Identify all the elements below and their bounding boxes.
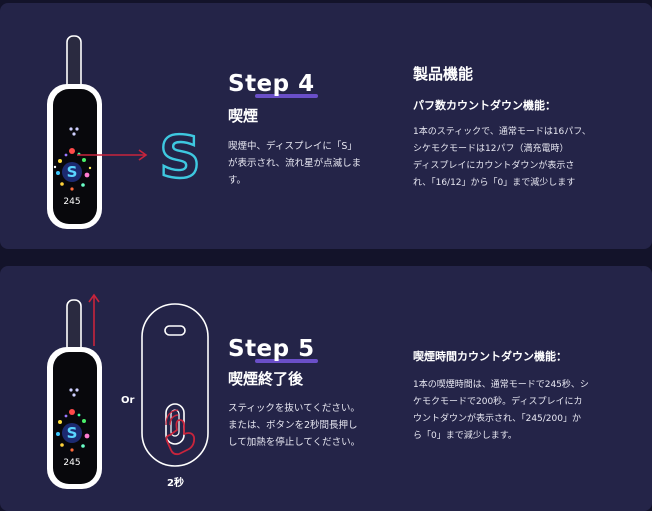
step5-panel: S 245 Or 2秒 Step 5 喫煙終了後 スティックを抜いてください。 … [0,266,652,511]
arrow-up-icon [88,293,100,346]
seconds-label: 2秒 [167,478,184,489]
display-countdown: 245 [63,197,80,207]
desc-line: す。 [228,175,247,186]
desc-line: 喫煙中、ディスプレイに「S」 [228,141,357,152]
display-s-letter: S [67,424,78,442]
feature2-subheading: 喫煙時間カウントダウン機能： [413,350,567,363]
heated-tobacco-device-icon: S 245 [47,35,102,229]
desc-line: して加熱を停止してください。 [228,437,361,448]
step4-subtitle: 喫煙 [228,107,259,125]
s-logo-icon: S [158,131,202,183]
or-label: Or [121,395,135,406]
desc-line: スティックを抜いてください。 [228,403,360,414]
feature-line: ケモクモードで200秒。ディスプレイにカ [413,397,583,407]
feature-line: 1本のスティックで、通常モードは16パフ、 [413,127,591,137]
big-s-letter: S [159,131,201,183]
feature-line: シケモクモードは12パフ（満充電時） [413,144,569,154]
feature-heading: 製品機能 [413,65,474,83]
step4-panel: S 245 S Step 4 喫煙 喫煙中、ディスプレイに「S」 が表示され、流… [0,3,652,249]
title-underline [255,94,318,98]
shooting-stars-icon [53,148,92,191]
step4-title: Step 4 [228,71,315,97]
feature2-body: 1本の喫煙時間は、通常モードで245秒、シ ケモクモードで200秒。ディスプレイ… [413,377,628,445]
shooting-stars-icon [56,409,90,452]
title-underline [255,359,318,363]
step5-subtitle: 喫煙終了後 [228,370,304,388]
heated-tobacco-device-icon: S 245 [47,299,102,489]
step5-title: Step 5 [228,336,315,362]
feature-line: ウントダウンが表示され、「245/200」か [413,414,581,424]
feature-line: れ、「16/12」から「0」まで減少します [413,178,576,188]
desc-line: が表示され、流れ星が点滅しま [228,158,362,169]
feature-line: ディスプレイにカウントダウンが表示さ [413,161,575,171]
feature1-body: 1本のスティックで、通常モードは16パフ、 シケモクモードは12パフ（満充電時）… [413,124,628,192]
display-s-letter: S [67,163,78,181]
display-countdown: 245 [63,458,80,468]
feature1-subheading: パフ数カウントダウン機能： [413,99,556,112]
arrow-right-icon [77,149,148,161]
hand-press-icon [165,409,196,456]
step4-description: 喫煙中、ディスプレイに「S」 が表示され、流れ星が点滅しま す。 [228,138,388,189]
feature-line: 1本の喫煙時間は、通常モードで245秒、シ [413,380,589,390]
desc-line: または、ボタンを2秒間長押し [228,420,358,431]
step5-description: スティックを抜いてください。 または、ボタンを2秒間長押し して加熱を停止してく… [228,400,403,451]
feature-line: ら「0」まで減少します。 [413,431,517,441]
device-back-icon [141,303,209,467]
